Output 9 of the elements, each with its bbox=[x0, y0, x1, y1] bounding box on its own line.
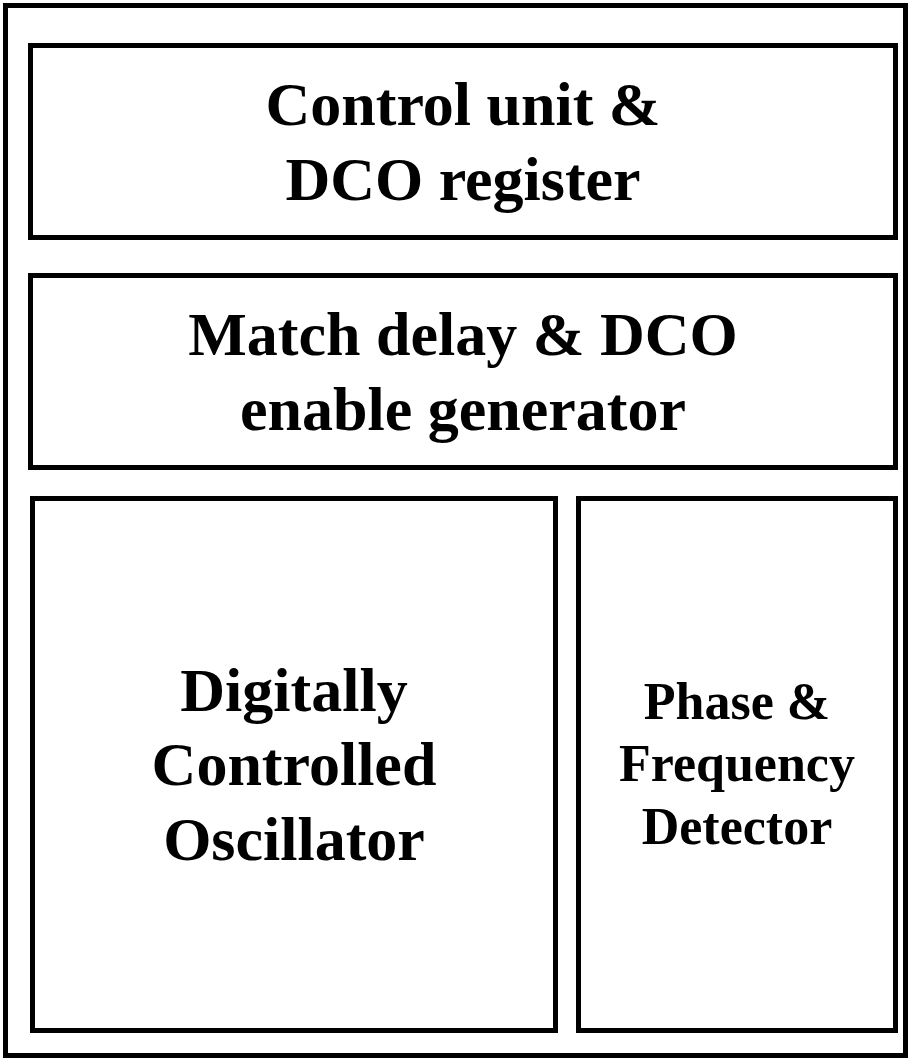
block-label: Phase & Frequency Detector bbox=[618, 671, 856, 857]
block-label: Match delay & DCO enable generator bbox=[187, 299, 739, 445]
block-label: Digitally Controlled Oscillator bbox=[150, 654, 438, 875]
block-box bbox=[30, 496, 558, 1033]
block-box bbox=[576, 496, 898, 1033]
enclosure-box bbox=[3, 3, 908, 1058]
block-box bbox=[28, 273, 898, 470]
block-box bbox=[28, 43, 898, 240]
block-label: Control unit & DCO register bbox=[264, 69, 662, 215]
